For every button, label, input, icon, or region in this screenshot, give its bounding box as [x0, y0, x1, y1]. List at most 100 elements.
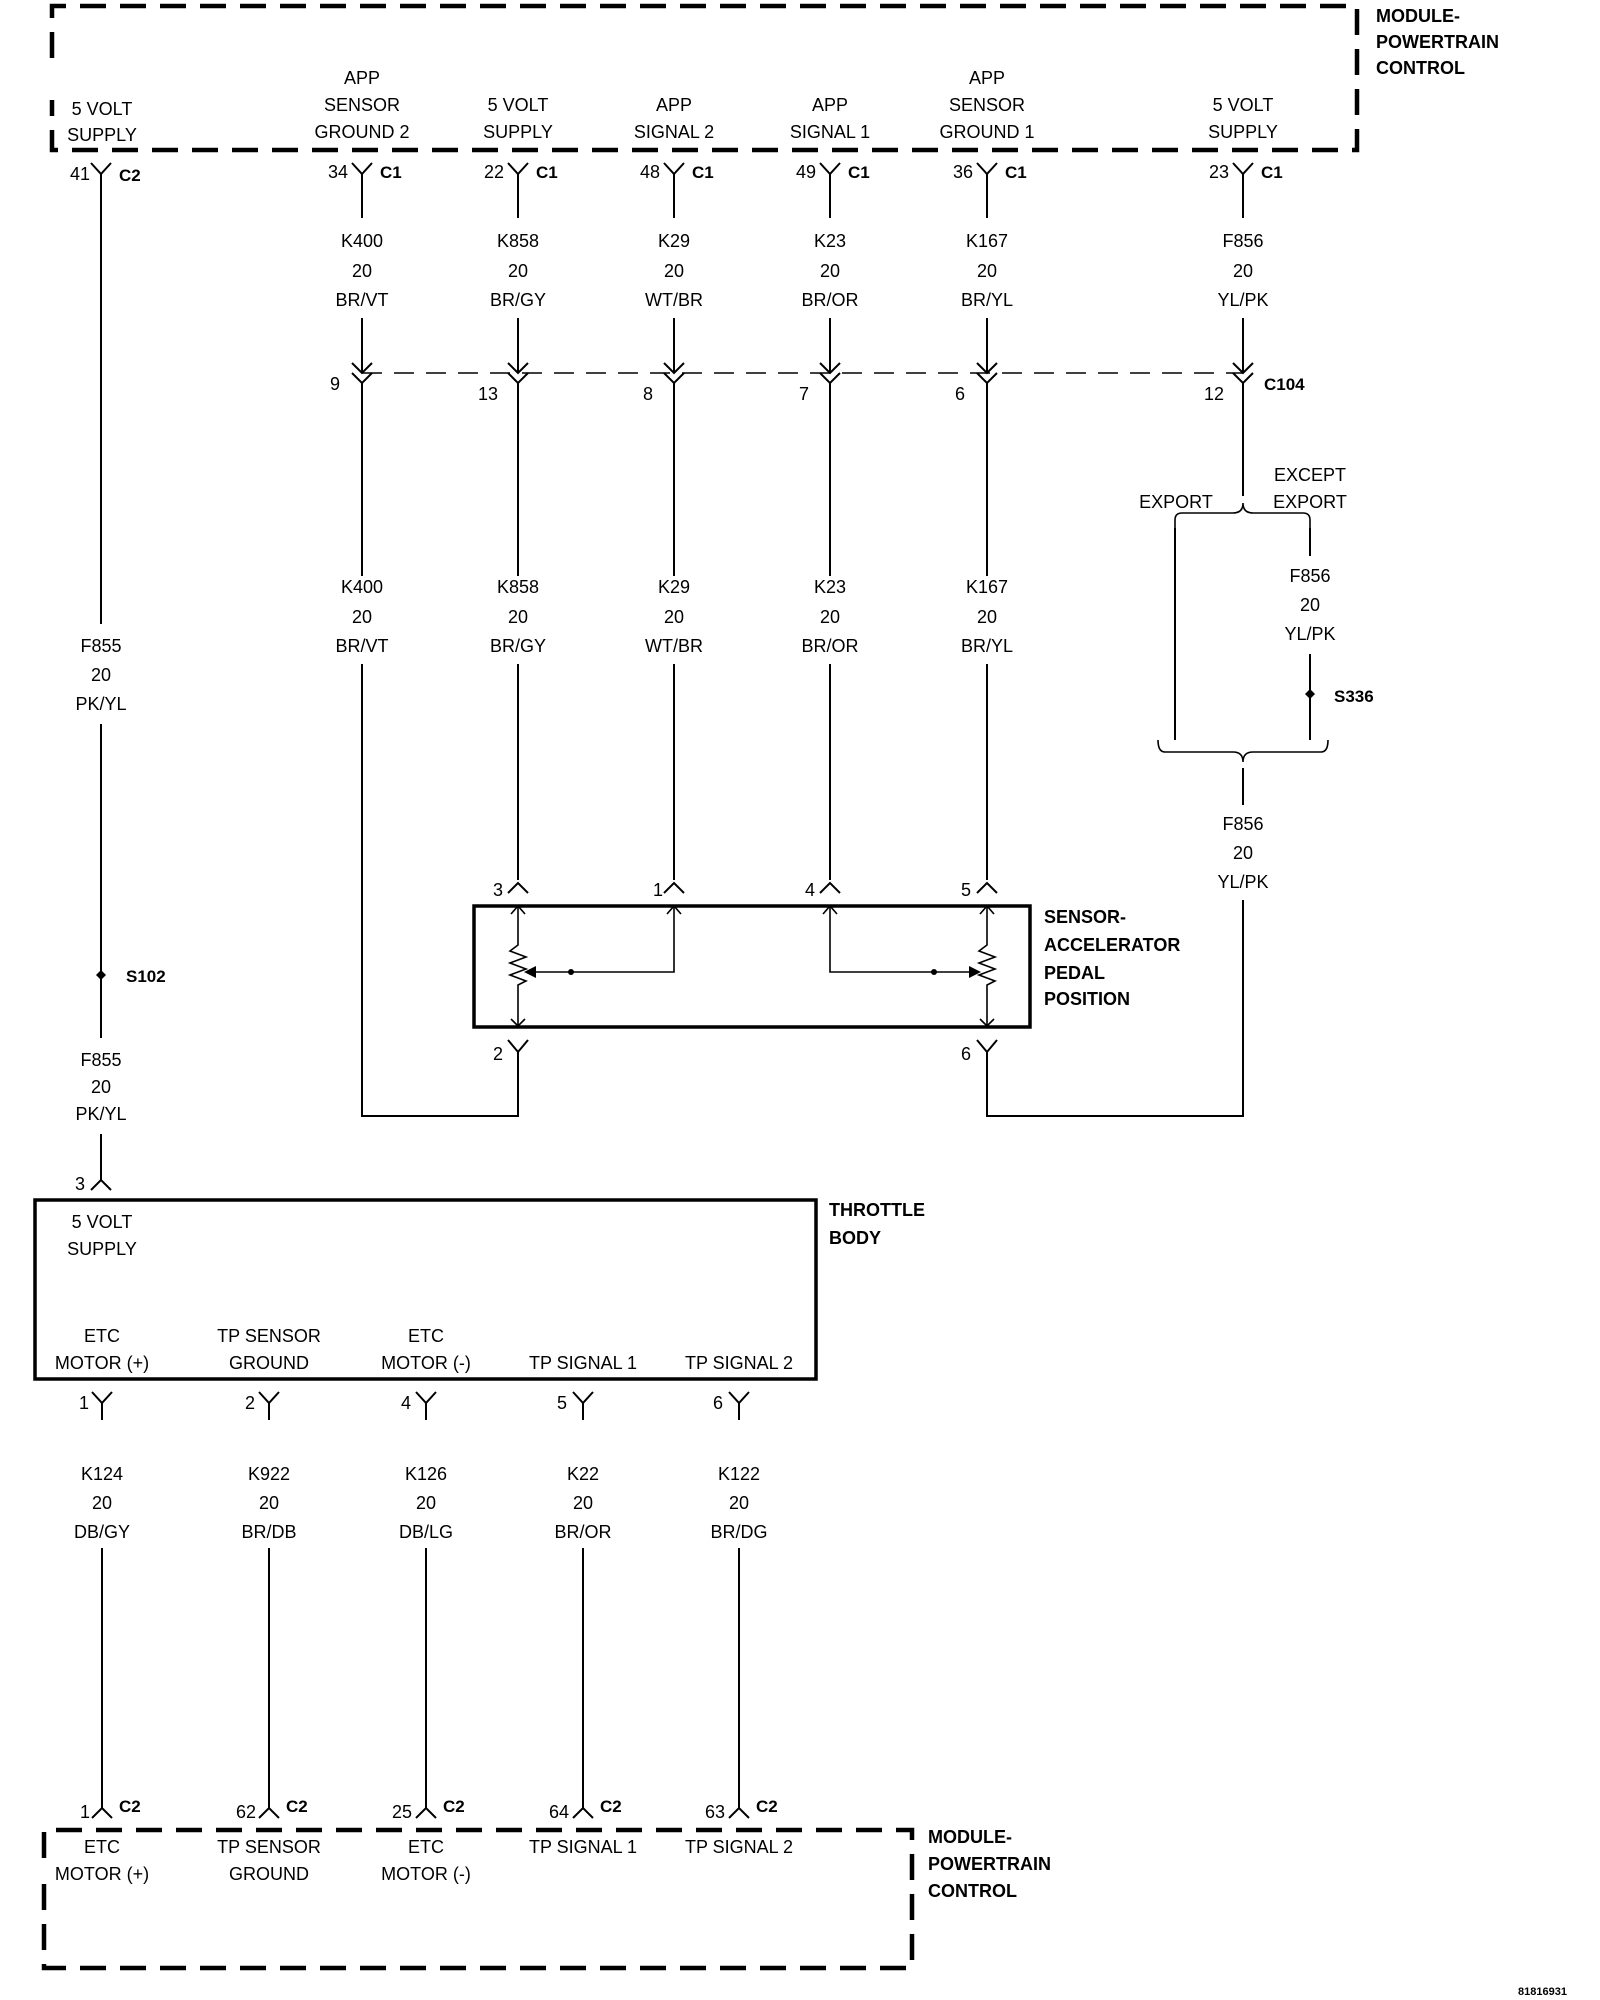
tb-input-pin-number: 3: [75, 1174, 85, 1194]
tb-pin-6: 6: [713, 1391, 750, 1420]
top-pin49-label1: APP: [812, 95, 848, 115]
c104-pin-6: 6: [955, 362, 998, 576]
upper-wire-k167-gauge: 20: [977, 261, 997, 281]
app-pin-3-number: 3: [493, 880, 503, 900]
f855-bottom-color: PK/YL: [75, 1104, 126, 1124]
c104-pin-7-number: 7: [799, 384, 809, 404]
bottom-pin-25-connector: C2: [443, 1797, 465, 1816]
top-pin41-label2: SUPPLY: [67, 125, 137, 145]
top-pin-49: 49 C1: [796, 162, 870, 218]
top-pin-48: 48 C1: [640, 162, 714, 218]
app-pin-6-number: 6: [961, 1044, 971, 1064]
app-pin-5-number: 5: [961, 880, 971, 900]
bottom-pin63-label: TP SIGNAL 2: [685, 1837, 793, 1857]
top-pin-48-connector: C1: [692, 163, 714, 182]
tb-supply-label2: SUPPLY: [67, 1239, 137, 1259]
throttle-body: THROTTLE BODY 5 VOLT SUPPLY ETC MOTOR (+…: [33, 1198, 925, 1420]
tb-pin-1: 1: [79, 1391, 113, 1420]
c104-pin-9-number: 9: [330, 374, 340, 394]
upper-wire-k167-color: BR/YL: [961, 290, 1013, 310]
tb-pin-1-number: 1: [79, 1393, 89, 1413]
top-pin-23: 23 C1: [1209, 162, 1283, 218]
c104-pin-8-number: 8: [643, 384, 653, 404]
splice-s102-label: S102: [126, 967, 166, 986]
app-pin-1: 1: [653, 880, 685, 900]
bottom-pin-1-number: 1: [80, 1802, 90, 1822]
lower-wire-segments: [361, 664, 1244, 1117]
tb-wire-k122-color: BR/DG: [710, 1522, 767, 1542]
app-sensor-title4: POSITION: [1044, 989, 1130, 1009]
app-pin-3: 3: [493, 880, 529, 900]
tb-wire-k126-circuit: K126: [405, 1464, 447, 1484]
split-bracket-top: [1174, 502, 1311, 528]
c104-pin-12-number: 12: [1204, 384, 1224, 404]
top-pcm-title-line2: POWERTRAIN: [1376, 32, 1499, 52]
f855-top-gauge: 20: [91, 665, 111, 685]
lower-wire-k167-gauge: 20: [977, 607, 997, 627]
tb-pin-2-number: 2: [245, 1393, 255, 1413]
bottom-pcm-title-line2: POWERTRAIN: [928, 1854, 1051, 1874]
upper-wire-k167-circuit: K167: [966, 231, 1008, 251]
lower-wire-k23-circuit: K23: [814, 577, 846, 597]
bottom-pcm-module: 1 C2 62 C2 25 C2 64 C2 63 C2 MODULE- POW…: [41, 1797, 1051, 1971]
upper-wire-k29-color: WT/BR: [645, 290, 703, 310]
c104-connector: 9 13 8 7 6 12 C104: [330, 362, 1305, 576]
top-pin48-label2: SIGNAL 2: [634, 122, 714, 142]
top-pin-36-connector: C1: [1005, 163, 1027, 182]
top-pcm-module: MODULE- POWERTRAIN CONTROL 5 VOLT SUPPLY…: [49, 3, 1499, 153]
top-pcm-dashed-outline: [49, 3, 1360, 153]
tb-wire-k124-circuit: K124: [81, 1464, 123, 1484]
lower-wire-k167-circuit: K167: [966, 577, 1008, 597]
bottom-pin-62-number: 62: [236, 1802, 256, 1822]
bottom-pin62-label2: GROUND: [229, 1864, 309, 1884]
c104-pin-7: 7: [799, 362, 841, 576]
bottom-pin-64: 64 C2: [549, 1797, 622, 1822]
app-pin-2-number: 2: [493, 1044, 503, 1064]
upper-wire-f856-color: YL/PK: [1217, 290, 1268, 310]
lower-wire-k29-circuit: K29: [658, 577, 690, 597]
splice-s336: S336: [1305, 687, 1374, 706]
upper-wire-f856-gauge: 20: [1233, 261, 1253, 281]
lower-wire-labels: K400 20 BR/VT K858 20 BR/GY K29 20 WT/BR…: [335, 577, 1013, 656]
upper-wire-k23-circuit: K23: [814, 231, 846, 251]
tb-wire-k922-gauge: 20: [259, 1493, 279, 1513]
app-sensor-title3: PEDAL: [1044, 963, 1105, 983]
bottom-pcm-title-line1: MODULE-: [928, 1827, 1012, 1847]
export-branch: EXPORT EXCEPT EXPORT F856 20 YL/PK S336 …: [1139, 465, 1374, 892]
tb-pin6-label: TP SIGNAL 2: [685, 1353, 793, 1373]
upper-wire-k858-color: BR/GY: [490, 290, 546, 310]
top-pcm-title-line1: MODULE-: [1376, 6, 1460, 26]
top-pin-49-connector: C1: [848, 163, 870, 182]
lower-wire-k400-gauge: 20: [352, 607, 372, 627]
bottom-pin-1-connector: C2: [119, 1797, 141, 1816]
top-pin-34-connector: C1: [380, 163, 402, 182]
top-pin23-label1: 5 VOLT: [1213, 95, 1274, 115]
top-pin-22-number: 22: [484, 162, 504, 182]
bottom-pin-25: 25 C2: [392, 1797, 465, 1822]
tb-wire-labels: K124 20 DB/GY K922 20 BR/DB K126 20 DB/L…: [74, 1464, 768, 1542]
app-pin-2: 2: [493, 1039, 529, 1064]
splice-s102: S102: [96, 967, 166, 986]
top-pin-34: 34 C1: [328, 162, 402, 218]
top-pin22-label2: SUPPLY: [483, 122, 553, 142]
top-pin23-label2: SUPPLY: [1208, 122, 1278, 142]
tb-pin-2: 2: [245, 1391, 280, 1420]
top-pin22-label1: 5 VOLT: [488, 95, 549, 115]
merged-wire-gauge: 20: [1233, 843, 1253, 863]
except-wire-gauge: 20: [1300, 595, 1320, 615]
upper-wire-k400-gauge: 20: [352, 261, 372, 281]
top-pin34-label0: APP: [344, 68, 380, 88]
top-pin-41-connector: C2: [119, 166, 141, 185]
tb-pin-5: 5: [557, 1391, 594, 1420]
bottom-pin-64-number: 64: [549, 1802, 569, 1822]
splice-s102-dot: [96, 970, 106, 980]
except-export-label1: EXCEPT: [1274, 465, 1346, 485]
f855-bottom-circuit: F855: [80, 1050, 121, 1070]
lower-wire-k29-color: WT/BR: [645, 636, 703, 656]
tb-wire-k922-color: BR/DB: [241, 1522, 296, 1542]
splice-s336-label: S336: [1334, 687, 1374, 706]
bottom-pin-63-number: 63: [705, 1802, 725, 1822]
lower-wire-k858-color: BR/GY: [490, 636, 546, 656]
tb-supply-label1: 5 VOLT: [72, 1212, 133, 1232]
